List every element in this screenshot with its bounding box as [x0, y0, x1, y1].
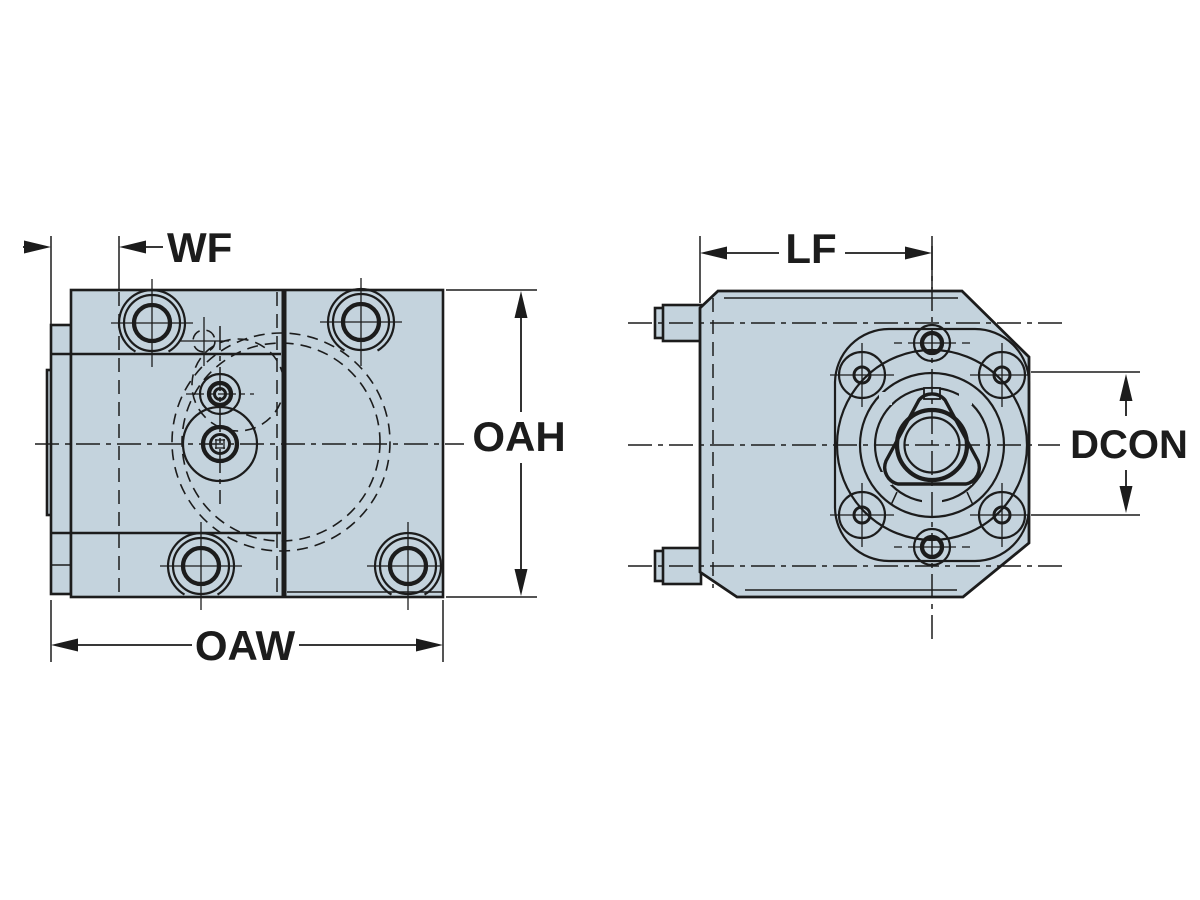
dimension-oaw: OAW	[50, 600, 444, 669]
dim-label-lf: LF	[785, 225, 836, 272]
flange-hole-top	[894, 323, 970, 363]
dimension-dcon: DCON	[1031, 371, 1188, 516]
bolt-hole-top-left	[111, 279, 193, 367]
small-locating-hole	[180, 317, 229, 366]
oaw-arrowhead-left	[51, 638, 78, 652]
oaw-arrowhead-right	[416, 638, 443, 652]
lf-arrowhead-left	[700, 246, 727, 260]
wf-arrowhead-left	[119, 240, 146, 254]
dimension-oah: OAH	[446, 289, 566, 598]
side-view-body	[698, 289, 1031, 599]
flange-hole-upper-left	[830, 343, 894, 407]
dim-label-wf: WF	[167, 224, 232, 271]
dcon-arrowhead-up	[1119, 374, 1133, 401]
bolt-hole-top-right	[320, 278, 402, 366]
dim-label-oaw: OAW	[195, 622, 296, 669]
hidden-bore-circle	[191, 338, 285, 432]
flange-hole-lower-left	[830, 483, 894, 547]
bolt-hole-bottom-left	[160, 522, 242, 610]
dimension-lf: LF	[699, 225, 933, 303]
capto-polygon	[883, 392, 981, 486]
side-view: LF DCON	[628, 225, 1188, 640]
dim-label-oah: OAH	[472, 413, 565, 460]
dcon-arrowhead-down	[1119, 486, 1133, 513]
dim-label-dcon: DCON	[1070, 423, 1188, 467]
hidden-housing-circle-outer	[171, 332, 391, 552]
bolt-hole-bottom-right	[367, 522, 443, 610]
oah-arrowhead-down	[514, 569, 528, 596]
lf-arrowhead-right	[905, 246, 932, 260]
oah-arrowhead-up	[514, 291, 528, 318]
strip-body	[49, 323, 73, 596]
front-view: WF OAH OAW	[23, 224, 566, 669]
wf-arrowhead-right	[24, 240, 51, 254]
front-view-left-strip	[45, 323, 73, 596]
flange-hole-upper-right	[970, 343, 1029, 407]
flange-hole-lower-right	[970, 483, 1029, 547]
dimension-wf: WF	[23, 224, 232, 326]
